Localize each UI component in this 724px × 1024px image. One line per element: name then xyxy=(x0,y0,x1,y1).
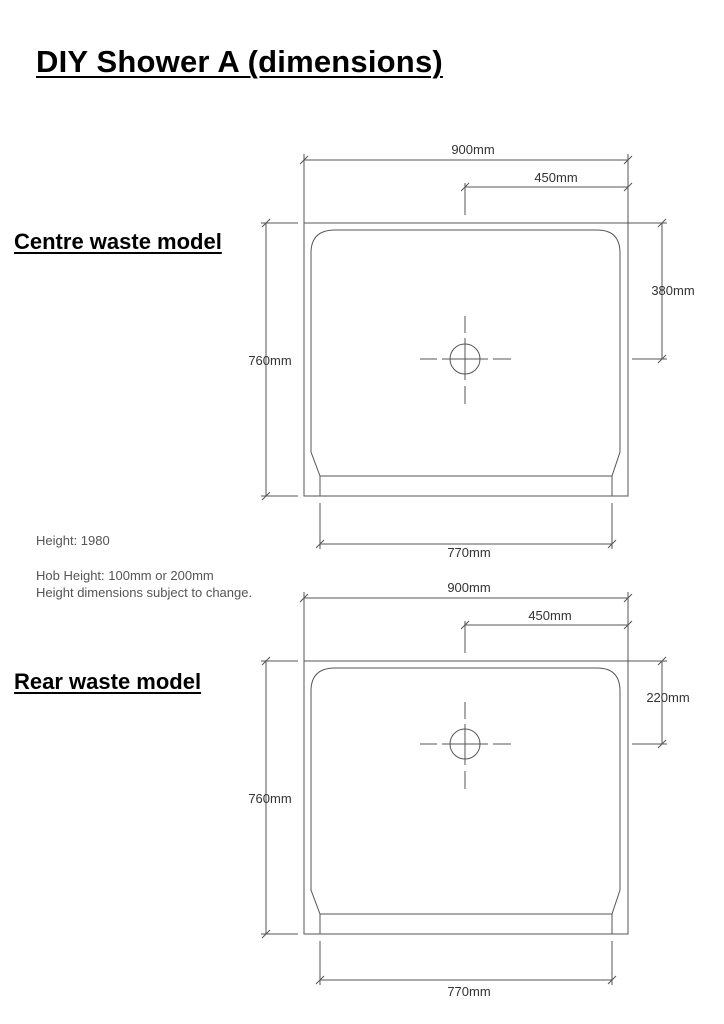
rear-waste-offset-label: 220mm xyxy=(646,690,689,705)
centre-hob xyxy=(319,476,613,496)
centre-waste-offset-label: 380mm xyxy=(651,283,694,298)
rear-half-width-dimension xyxy=(460,620,633,653)
centre-waste-icon xyxy=(420,316,511,404)
centre-half-width-dimension xyxy=(460,182,633,215)
rear-model-drawing xyxy=(261,592,667,985)
centre-base-outline xyxy=(303,222,629,497)
height-note: Height: 1980 xyxy=(36,533,110,548)
centre-width-label: 900mm xyxy=(451,142,494,157)
centre-hob-width-label: 770mm xyxy=(447,545,490,560)
rear-hob xyxy=(319,914,613,934)
notes: Height: 1980 Hob Height: 100mm or 200mm … xyxy=(36,532,252,601)
hob-height-note: Hob Height: 100mm or 200mm xyxy=(36,568,214,583)
rear-waste-icon xyxy=(420,702,511,789)
rear-depth-label: 760mm xyxy=(248,791,291,806)
centre-waste-title: Centre waste model xyxy=(14,229,222,254)
rear-depth-dimension xyxy=(261,656,298,939)
rear-width-dimension xyxy=(299,592,633,661)
rear-hob-width-label: 770mm xyxy=(447,984,490,999)
centre-half-width-label: 450mm xyxy=(534,170,577,185)
rear-waste-offset-dimension xyxy=(628,656,667,749)
rear-width-label: 900mm xyxy=(447,580,490,595)
centre-model-drawing xyxy=(261,154,667,549)
centre-hob-width-dimension xyxy=(315,503,617,549)
page-title: DIY Shower A (dimensions) xyxy=(36,44,443,79)
rear-hob-width-dimension xyxy=(315,941,617,985)
centre-waste-offset-dimension xyxy=(628,218,667,364)
rear-waste-title: Rear waste model xyxy=(14,669,202,694)
centre-width-dimension xyxy=(299,154,633,223)
disclaimer-note: Height dimensions subject to change. xyxy=(36,585,253,600)
centre-depth-dimension xyxy=(261,218,298,501)
rear-half-width-label: 450mm xyxy=(528,608,571,623)
rear-base-outline xyxy=(303,660,629,935)
centre-depth-label: 760mm xyxy=(248,353,291,368)
